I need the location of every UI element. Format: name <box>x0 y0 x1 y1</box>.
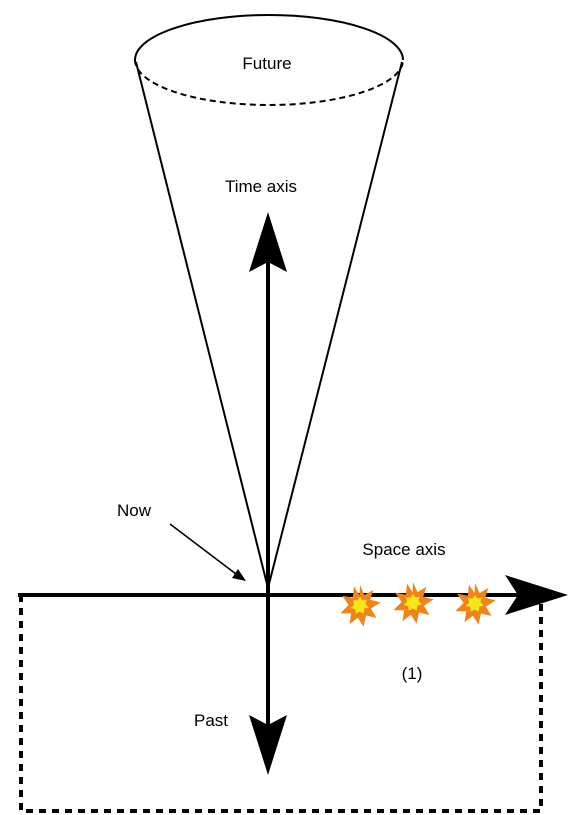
time-axis-label: Time axis <box>225 177 297 196</box>
future-cone-left-edge <box>135 61 269 589</box>
region-marker-label: (1) <box>402 664 423 683</box>
past-label: Past <box>194 711 228 730</box>
explosion-icon <box>393 582 434 624</box>
space-axis-arrowhead <box>505 575 568 615</box>
future-cone-right-edge <box>267 61 403 589</box>
time-axis-arrowhead-down <box>249 715 287 775</box>
now-pointer-arrowhead <box>232 569 246 581</box>
past-region-box <box>19 595 543 813</box>
now-pointer-line <box>169 523 237 575</box>
explosion-icon <box>340 585 381 627</box>
now-label: Now <box>117 501 152 520</box>
future-cone <box>133 14 405 589</box>
explosion-icon <box>455 583 496 625</box>
time-axis-arrowhead-up <box>249 212 287 272</box>
future-label: Future <box>242 54 291 73</box>
space-axis-label: Space axis <box>362 540 445 559</box>
